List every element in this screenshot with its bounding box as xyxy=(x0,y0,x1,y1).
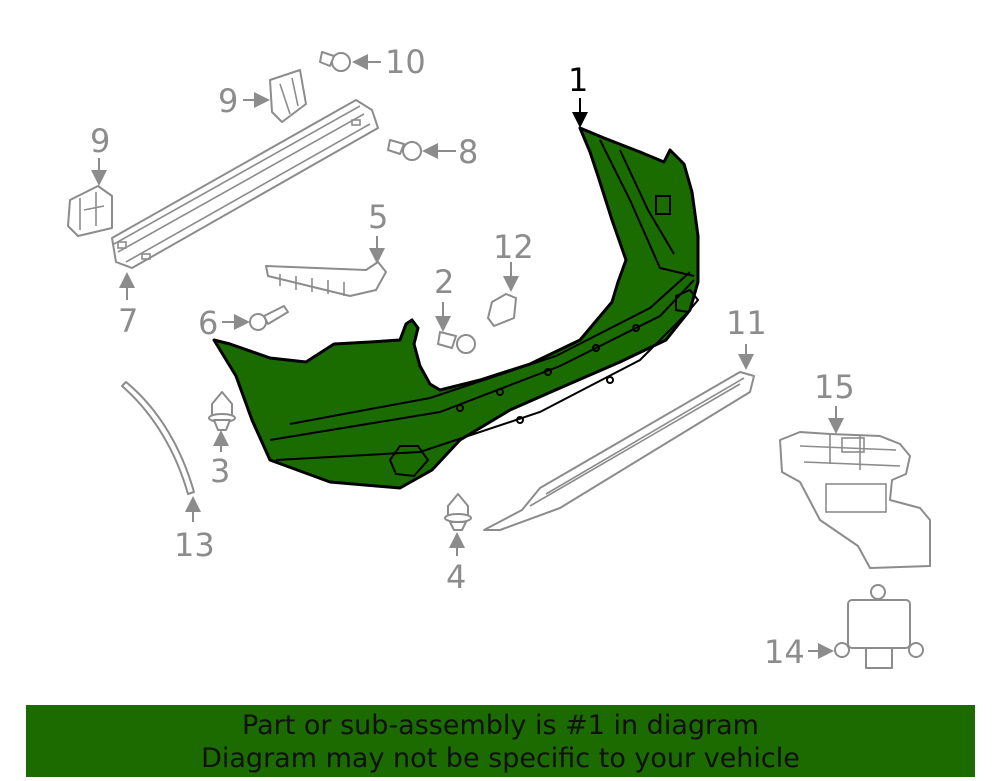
bracket-part-left[interactable] xyxy=(67,185,113,237)
sensor-module-part-14[interactable] xyxy=(834,584,924,669)
module-bracket-part-15[interactable] xyxy=(779,431,931,569)
callout-9-left: 9 xyxy=(90,122,110,160)
push-clip-part-4[interactable] xyxy=(444,493,472,531)
callout-9-upper: 9 xyxy=(218,82,238,120)
screw-part-6[interactable] xyxy=(249,305,289,331)
callout-11: 11 xyxy=(726,304,767,342)
leader-lines xyxy=(91,54,844,659)
callout-6: 6 xyxy=(198,304,218,342)
callout-5: 5 xyxy=(368,198,388,236)
reinforcement-beam-part[interactable] xyxy=(111,99,379,269)
bracket-part-5[interactable] xyxy=(265,261,387,297)
info-banner: Part or sub-assembly is #1 in diagram Di… xyxy=(26,705,975,777)
molding-strip-part-13[interactable] xyxy=(121,381,195,495)
push-clip-part-3[interactable] xyxy=(208,391,236,431)
banner-line-2: Diagram may not be specific to your vehi… xyxy=(201,743,800,774)
clip-part-12[interactable] xyxy=(487,293,517,327)
callout-15: 15 xyxy=(814,368,855,406)
callout-2: 2 xyxy=(434,263,454,301)
callout-7: 7 xyxy=(118,302,138,340)
callout-8: 8 xyxy=(458,133,478,171)
bolt-part-8[interactable] xyxy=(387,139,422,161)
bracket-part-upper[interactable] xyxy=(269,69,307,123)
callout-4: 4 xyxy=(446,558,466,596)
bumper-cover-part-1[interactable] xyxy=(212,126,700,490)
bolt-part-2[interactable] xyxy=(437,331,476,354)
callout-1: 1 xyxy=(568,61,588,99)
callout-13: 13 xyxy=(174,526,215,564)
callout-12: 12 xyxy=(493,228,534,266)
callout-14: 14 xyxy=(764,633,805,671)
valance-part-11[interactable] xyxy=(483,371,755,531)
callout-3: 3 xyxy=(210,452,230,490)
banner-line-1: Part or sub-assembly is #1 in diagram xyxy=(242,710,759,741)
bolt-part-10[interactable] xyxy=(319,51,351,72)
parts-diagram: 1 2 3 4 5 6 7 8 9 9 10 11 12 13 14 15 xyxy=(67,43,931,671)
callout-10: 10 xyxy=(385,43,426,81)
